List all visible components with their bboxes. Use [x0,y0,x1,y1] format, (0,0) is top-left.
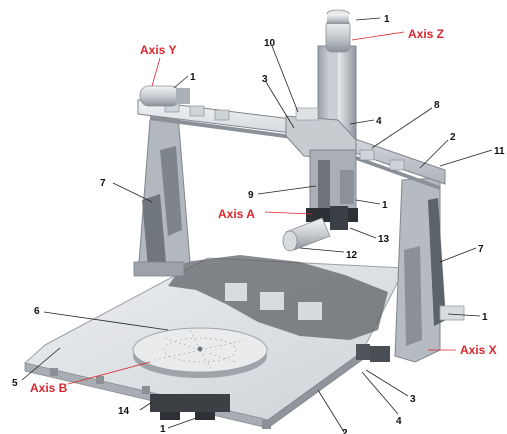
part-number-z-slide: 10 [264,38,276,49]
turntable [132,327,268,378]
part-number-side-frame-left: 7 [100,178,106,189]
axis-label-b: Axis B [30,381,68,395]
part-number-bottom-edge: 2 [342,428,348,434]
part-number-rotary-joint: 13 [378,234,390,245]
part-number-tool: 12 [346,250,358,261]
part-number-drive-unit: 14 [118,406,130,417]
feet [50,368,271,429]
part-number-carriage-left: 3 [262,74,268,85]
part-number-column: 9 [248,190,254,201]
motor-y [139,85,190,107]
part-number-motor-a: 1 [382,200,388,211]
side-frame-right [370,177,465,363]
carriage [285,107,357,161]
crossbeam [137,99,446,190]
part-number-motor-bottom: 1 [160,424,166,434]
axis-label-x: Axis X [460,343,497,357]
rotary-joint [306,206,358,230]
x-drive [356,344,370,360]
part-number-turntable: 6 [34,306,40,317]
part-number-end-cap: 11 [494,146,505,157]
gantry-shadow [168,255,388,340]
axis-labels: Axis Z Axis Y Axis A Axis X Axis B [30,27,497,395]
part-numbers: 1 1 10 3 4 8 2 11 7 9 1 13 12 7 1 6 5 3 … [12,14,505,434]
part-number-side-frame-right: 7 [478,244,484,255]
part-number-rail: 8 [434,100,440,111]
tool-column [309,149,357,213]
part-number-motor-y: 1 [190,72,196,83]
part-number-carriage-bottom: 3 [410,394,416,405]
part-number-motor-z: 1 [384,14,390,25]
axis-label-y: Axis Y [140,43,176,57]
part-number-crossbeam: 2 [450,132,456,143]
leader-lines [21,17,493,433]
axis-label-a: Axis A [218,207,255,221]
part-number-bearing-bottom: 4 [396,416,402,427]
tool-motor [282,217,331,252]
part-number-bearing-top: 4 [376,116,382,127]
part-number-base-plate: 5 [12,378,18,389]
axis-label-z: Axis Z [408,27,444,41]
side-frame-left [133,114,191,277]
part-number-motor-x: 1 [482,312,488,323]
drive-unit [150,394,230,420]
